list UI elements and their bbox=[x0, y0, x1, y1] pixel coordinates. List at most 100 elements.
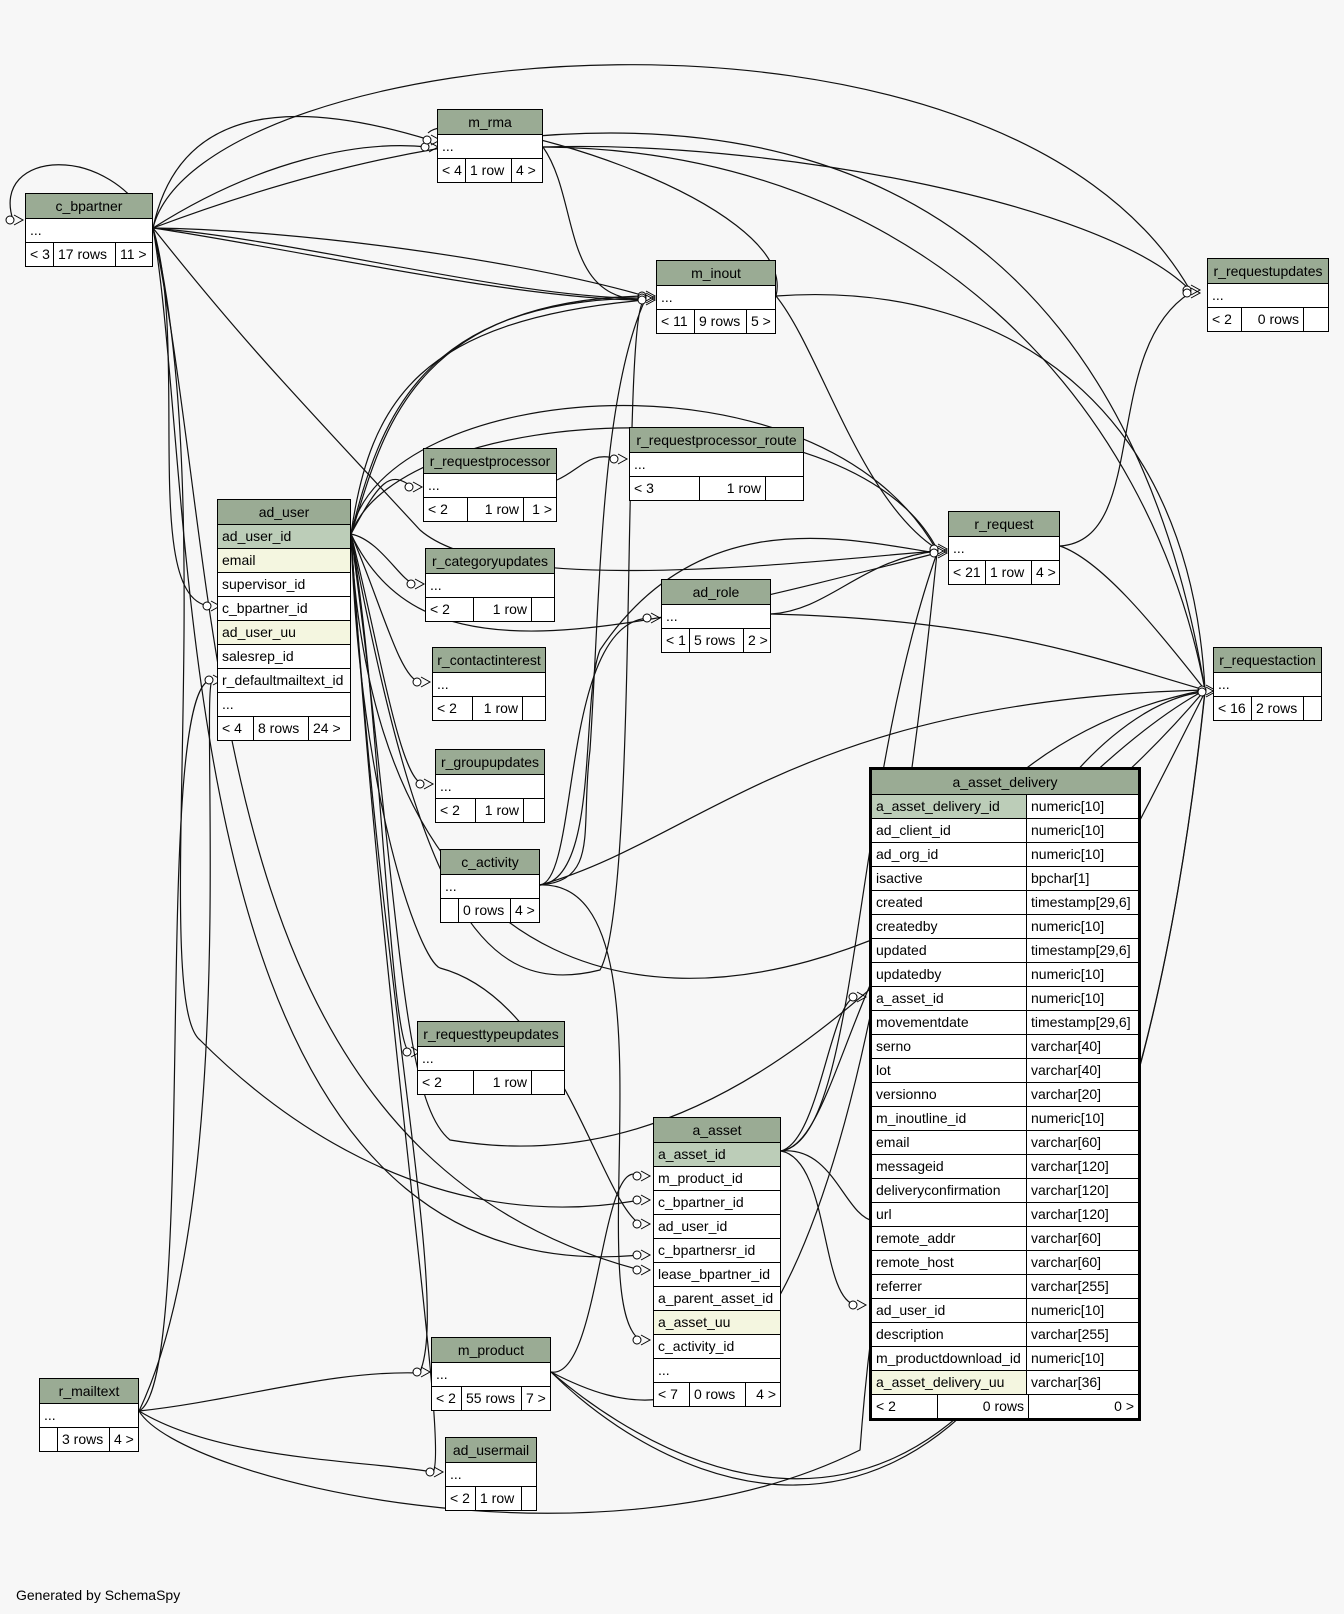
table-title[interactable]: m_rma bbox=[438, 110, 542, 135]
parents-count[interactable]: < 2 bbox=[426, 598, 474, 621]
table-title[interactable]: a_asset bbox=[654, 1118, 780, 1143]
children-count[interactable] bbox=[532, 1071, 564, 1094]
table-r-categoryupdates[interactable]: r_categoryupdates ... < 2 1 row bbox=[425, 548, 555, 622]
parents-count[interactable] bbox=[40, 1428, 58, 1451]
parents-count[interactable] bbox=[441, 899, 459, 922]
table-r-requestprocessor-route[interactable]: r_requestprocessor_route ... < 3 1 row bbox=[629, 427, 804, 501]
parents-count[interactable]: < 3 bbox=[26, 243, 54, 266]
parents-count[interactable]: < 1 bbox=[662, 629, 690, 652]
parents-count[interactable]: < 2 bbox=[418, 1071, 474, 1094]
table-r-requestupdates[interactable]: r_requestupdates ... < 2 0 rows bbox=[1207, 258, 1329, 332]
table-title[interactable]: r_requestprocessor bbox=[424, 449, 556, 474]
table-ad-user[interactable]: ad_user ad_user_id email supervisor_id c… bbox=[217, 499, 351, 741]
children-count[interactable] bbox=[532, 598, 554, 621]
children-count[interactable]: 2 > bbox=[748, 632, 768, 648]
children-count[interactable]: 4 > bbox=[756, 1386, 776, 1402]
optional-end-marker bbox=[5, 215, 15, 225]
children-count[interactable]: 7 > bbox=[526, 1390, 546, 1406]
parents-count[interactable]: < 21 bbox=[949, 561, 986, 584]
parents-count[interactable]: < 3 bbox=[630, 477, 700, 500]
parents-count[interactable]: < 11 bbox=[657, 310, 695, 333]
table-title[interactable]: m_product bbox=[432, 1338, 550, 1363]
crowfoot-marker bbox=[433, 1466, 445, 1478]
table-r-requesttypeupdates[interactable]: r_requesttypeupdates ... < 2 1 row bbox=[417, 1021, 565, 1095]
table-title[interactable]: r_requestupdates bbox=[1208, 259, 1328, 284]
parents-count[interactable]: < 2 bbox=[872, 1395, 938, 1418]
table-r-mailtext[interactable]: r_mailtext ... 3 rows 4 > bbox=[39, 1378, 139, 1452]
parents-count[interactable]: < 2 bbox=[424, 498, 468, 521]
relationship-line bbox=[539, 537, 938, 886]
children-count[interactable] bbox=[523, 697, 545, 720]
table-m-inout[interactable]: m_inout ... < 11 9 rows 5 > bbox=[656, 260, 776, 334]
optional-end-marker bbox=[848, 1300, 858, 1310]
parents-count[interactable]: < 2 bbox=[446, 1487, 476, 1510]
table-title[interactable]: r_categoryupdates bbox=[426, 549, 554, 574]
table-title[interactable]: m_inout bbox=[657, 261, 775, 286]
column-row: r_defaultmailtext_id bbox=[218, 669, 350, 693]
table-footer: < 2 0 rows 0 > bbox=[872, 1395, 1138, 1418]
table-ad-usermail[interactable]: ad_usermail ... < 2 1 row bbox=[445, 1437, 537, 1511]
children-count[interactable] bbox=[524, 799, 544, 822]
parents-count[interactable]: < 2 bbox=[1208, 308, 1242, 331]
table-title[interactable]: r_contactinterest bbox=[433, 648, 545, 673]
table-title[interactable]: r_mailtext bbox=[40, 1379, 138, 1404]
table-r-request[interactable]: r_request ... < 21 1 row 4 > bbox=[948, 511, 1060, 585]
table-r-contactinterest[interactable]: r_contactinterest ... < 2 1 row bbox=[432, 647, 546, 721]
table-m-product[interactable]: m_product ... < 2 55 rows 7 > bbox=[431, 1337, 551, 1411]
children-count[interactable]: 11 > bbox=[120, 246, 147, 262]
crowfoot-marker bbox=[937, 543, 949, 555]
children-count[interactable]: 0 > bbox=[1114, 1398, 1134, 1414]
table-title[interactable]: c_bpartner bbox=[26, 194, 152, 219]
table-title[interactable]: r_groupupdates bbox=[436, 750, 544, 775]
children-count[interactable] bbox=[522, 1487, 536, 1510]
table-title[interactable]: r_requestaction bbox=[1214, 648, 1321, 673]
parents-count[interactable]: < 2 bbox=[436, 799, 476, 822]
relationship-line bbox=[138, 1372, 421, 1412]
parents-count[interactable]: < 7 bbox=[654, 1383, 690, 1406]
relationship-line bbox=[152, 132, 1206, 691]
children-count[interactable] bbox=[766, 477, 803, 500]
table-c-activity[interactable]: c_activity ... 0 rows 4 > bbox=[440, 849, 540, 923]
table-ad-role[interactable]: ad_role ... < 1 5 rows 2 > bbox=[661, 579, 771, 653]
table-title[interactable]: ad_usermail bbox=[446, 1438, 536, 1463]
children-count[interactable]: 5 > bbox=[751, 313, 771, 329]
parents-count[interactable]: < 16 bbox=[1214, 697, 1252, 720]
table-title[interactable]: r_request bbox=[949, 512, 1059, 537]
table-m-rma[interactable]: m_rma ... < 4 1 row 4 > bbox=[437, 109, 543, 183]
table-a-asset[interactable]: a_asset a_asset_id m_product_id c_bpartn… bbox=[653, 1117, 781, 1407]
column-name: description bbox=[872, 1323, 1027, 1346]
column-type: bpchar[1] bbox=[1031, 870, 1090, 886]
children-count[interactable] bbox=[1304, 697, 1321, 720]
table-r-requestaction[interactable]: r_requestaction ... < 16 2 rows bbox=[1213, 647, 1322, 721]
table-c-bpartner[interactable]: c_bpartner ... < 3 17 rows 11 > bbox=[25, 193, 153, 267]
column-name: remote_host bbox=[872, 1251, 1027, 1274]
table-footer: < 7 0 rows 4 > bbox=[654, 1383, 780, 1406]
children-count[interactable]: 4 > bbox=[114, 1431, 134, 1447]
table-footer: < 3 1 row bbox=[630, 477, 803, 500]
table-title[interactable]: a_asset_delivery bbox=[872, 770, 1138, 795]
children-count[interactable]: 4 > bbox=[516, 162, 536, 178]
table-title[interactable]: ad_user bbox=[218, 500, 350, 525]
table-r-requestprocessor[interactable]: r_requestprocessor ... < 2 1 row 1 > bbox=[423, 448, 557, 522]
column-type: numeric[10] bbox=[1031, 1110, 1105, 1126]
parents-count[interactable]: < 2 bbox=[432, 1387, 462, 1410]
column-row: ... bbox=[441, 875, 539, 899]
children-count[interactable]: 24 > bbox=[313, 720, 341, 736]
children-count[interactable]: 1 > bbox=[532, 501, 552, 517]
relationship-line bbox=[152, 227, 641, 1271]
crowfoot-marker bbox=[640, 1249, 652, 1261]
table-title[interactable]: ad_role bbox=[662, 580, 770, 605]
relationship-line bbox=[138, 679, 213, 1412]
children-count[interactable]: 4 > bbox=[1036, 564, 1056, 580]
parents-count[interactable]: < 4 bbox=[218, 717, 254, 740]
table-title[interactable]: r_requesttypeupdates bbox=[418, 1022, 564, 1047]
table-title[interactable]: r_requestprocessor_route bbox=[630, 428, 803, 453]
parents-count[interactable]: < 4 bbox=[438, 159, 466, 182]
parents-count[interactable]: < 2 bbox=[433, 697, 473, 720]
children-count[interactable] bbox=[1304, 308, 1328, 331]
crowfoot-marker bbox=[420, 1366, 432, 1378]
table-r-groupupdates[interactable]: r_groupupdates ... < 2 1 row bbox=[435, 749, 545, 823]
table-title[interactable]: c_activity bbox=[441, 850, 539, 875]
children-count[interactable]: 4 > bbox=[515, 902, 535, 918]
